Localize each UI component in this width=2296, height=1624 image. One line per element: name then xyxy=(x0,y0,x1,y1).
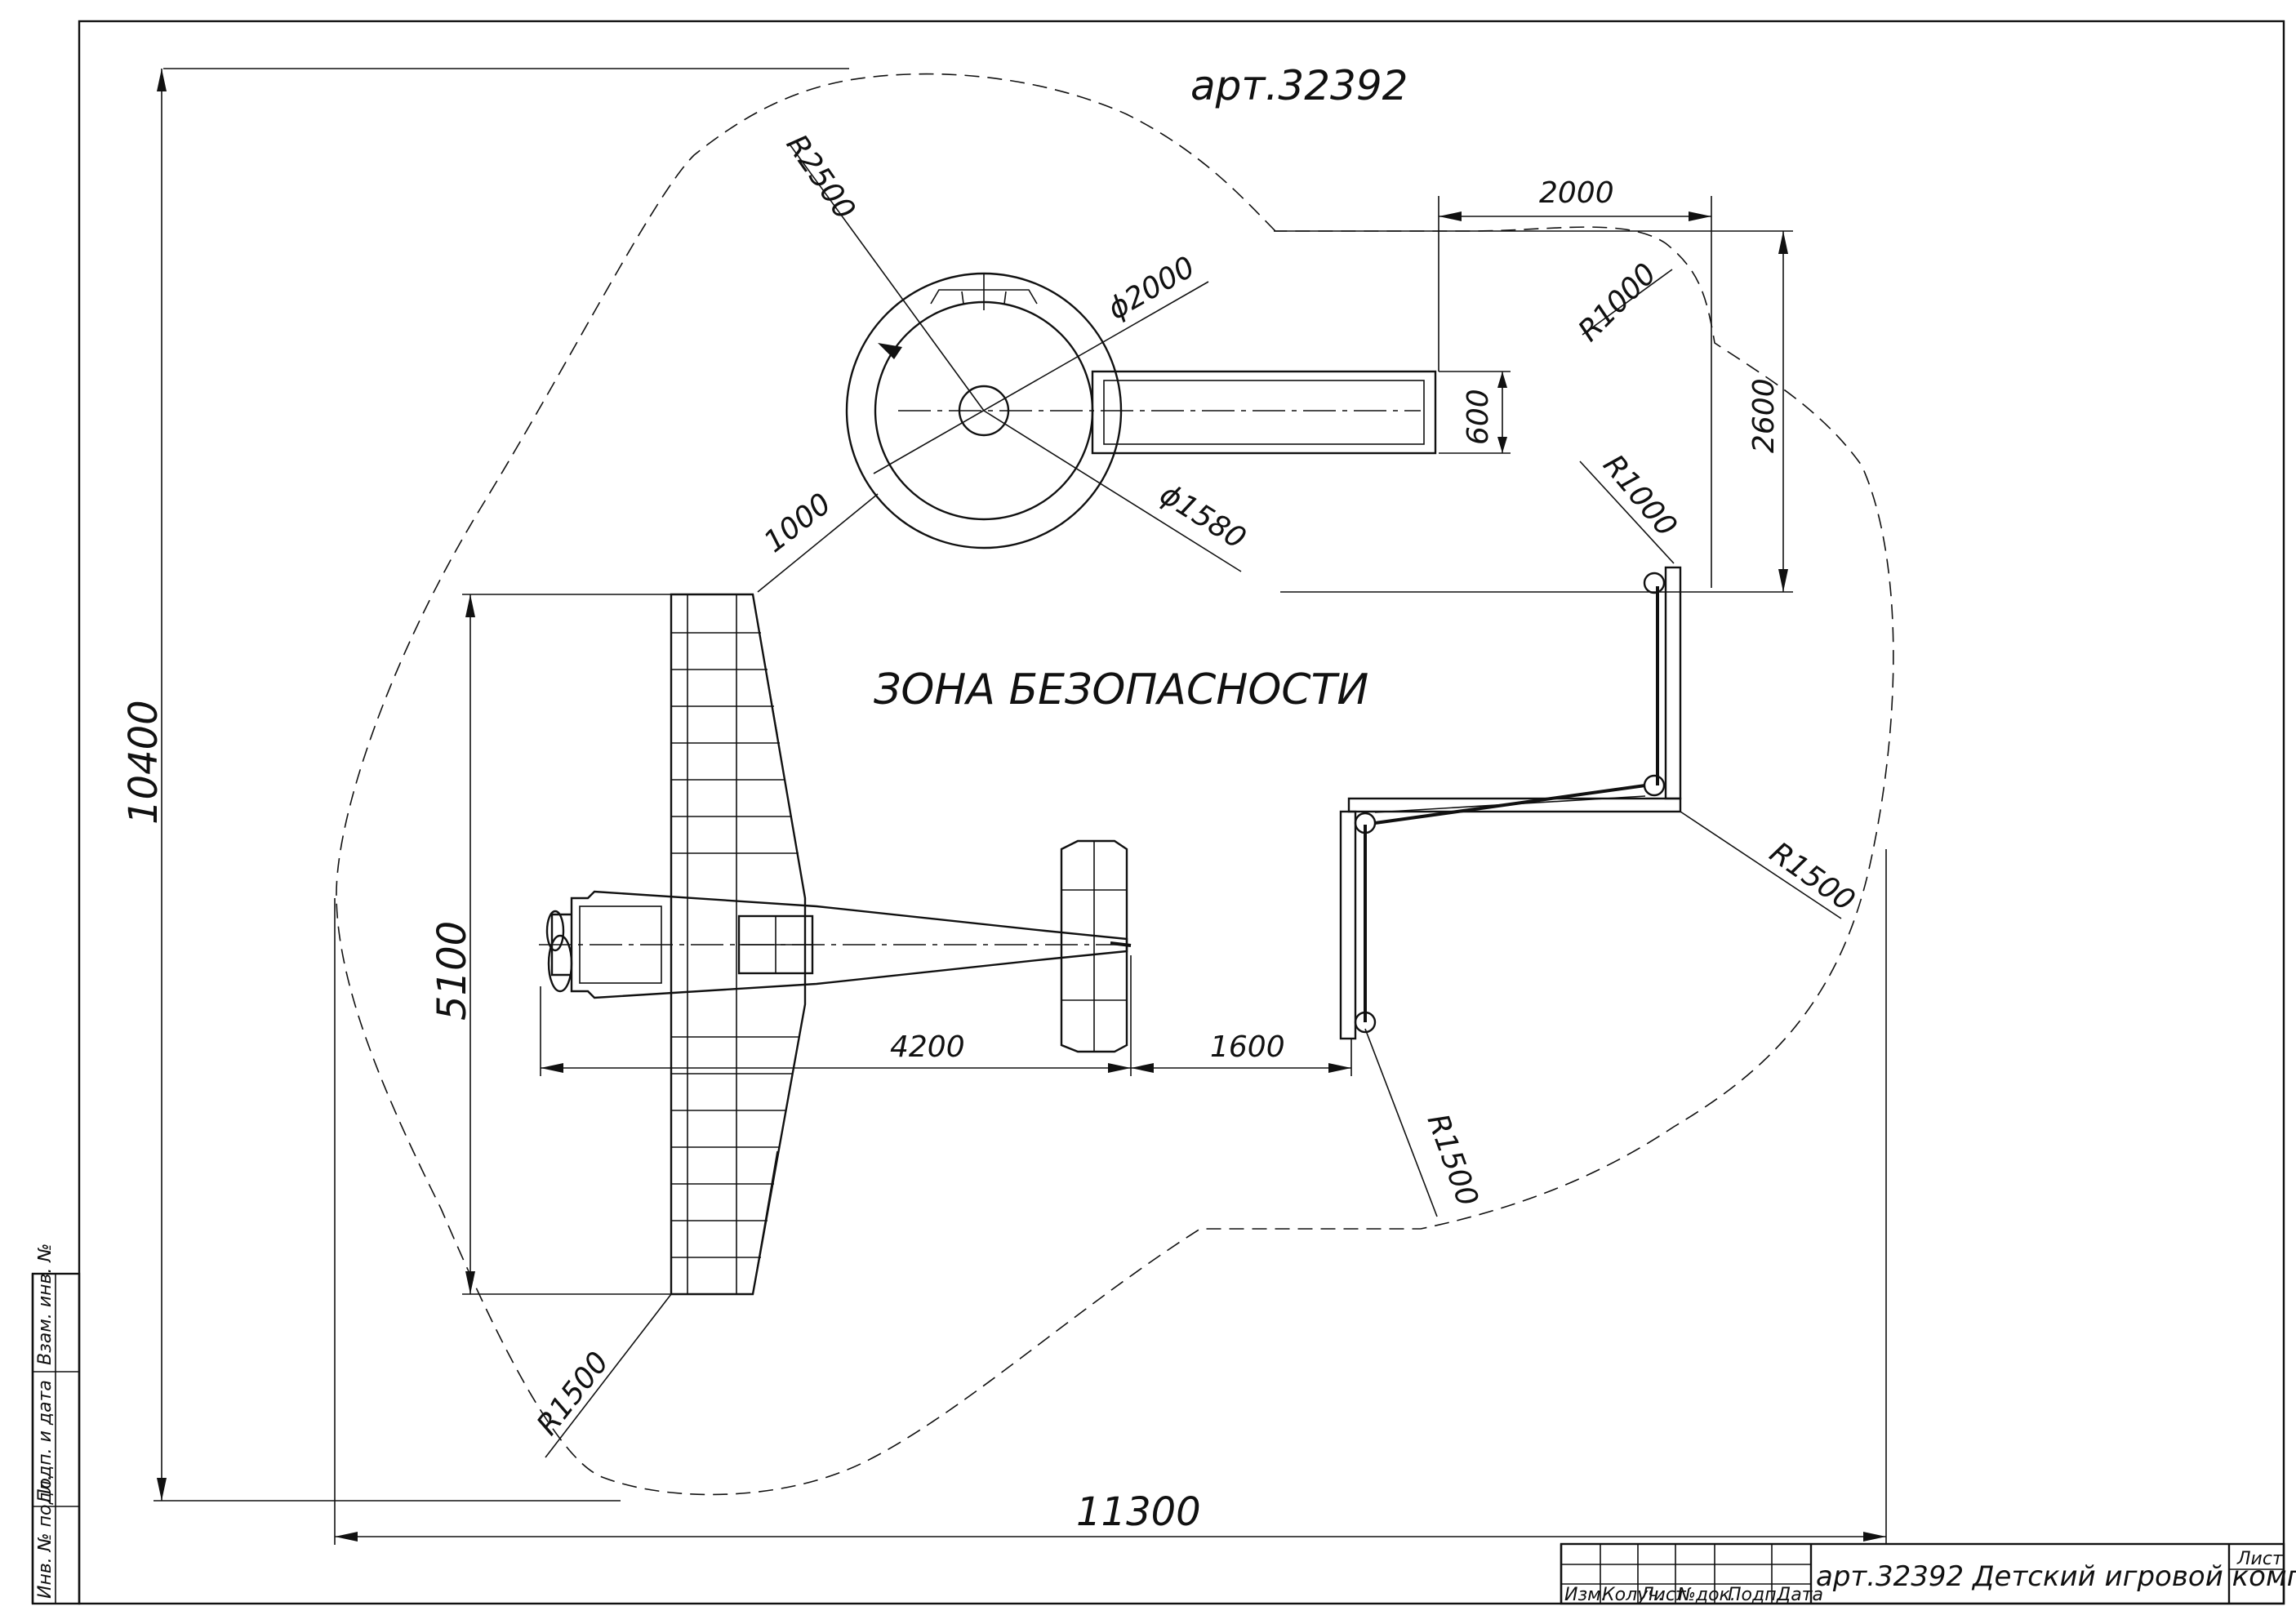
dim-1600-label: 1600 xyxy=(1210,1030,1285,1064)
r1000-bottom-leader xyxy=(1579,461,1675,564)
side-stamp: Взам. инв. № Подп. и дата Инв. № подл. xyxy=(31,1244,81,1605)
stamp-podp-data: Подп. и дата xyxy=(35,1380,56,1502)
dim-4200-1600: 4200 1600 xyxy=(540,955,1352,1076)
r1000-top-leader xyxy=(1582,269,1673,336)
dim-5100-label: 5100 xyxy=(429,921,475,1021)
dim-11300: 11300 xyxy=(334,849,1887,1545)
dim-2600: 2600 xyxy=(1274,230,1793,593)
dim-r2500-label: R2500 xyxy=(780,129,861,226)
title-block: Изм. Колуч. Лист №док. Подп. Дата арт.32… xyxy=(1560,1542,2296,1605)
dim-1000-label: 1000 xyxy=(758,487,837,559)
dim-4200-label: 4200 xyxy=(890,1030,965,1064)
tb-list: Лист xyxy=(1640,1585,1687,1605)
dim-2000: 2000 xyxy=(1438,176,1712,588)
safety-zone-label: ЗОНА БЕЗОПАСНОСТИ xyxy=(874,665,1368,714)
tb-podp: Подп. xyxy=(1728,1585,1782,1605)
tb-description: арт.32392 Детский игровой комплекс "Аэро… xyxy=(1816,1560,2296,1593)
dim-r1500-bottom-label: R1500 xyxy=(1421,1110,1484,1211)
dim-5100: 5100 xyxy=(429,594,671,1295)
dim-10400: 10400 xyxy=(121,68,849,1502)
dim-2600-label: 2600 xyxy=(1747,378,1781,453)
r1500-left-leader xyxy=(545,1293,672,1458)
safety-zone-outline xyxy=(336,73,1894,1496)
tb-kolich: Колуч. xyxy=(1602,1585,1664,1605)
dim-r1500-left-label: R1500 xyxy=(531,1346,616,1441)
r1500-bottom-leader xyxy=(1364,1028,1438,1217)
dim-r1000-top-label: R1000 xyxy=(1572,257,1662,348)
dim-10400-label: 10400 xyxy=(121,700,167,825)
dim-11300-label: 11300 xyxy=(1076,1489,1201,1535)
dim-600-label: 600 xyxy=(1462,389,1495,445)
carousel xyxy=(757,145,1421,593)
dim-phi1580-label: ϕ1580 xyxy=(1154,478,1252,556)
tb-data: Дата xyxy=(1776,1585,1823,1605)
dim-2000-label: 2000 xyxy=(1539,176,1614,210)
stair-structure xyxy=(1339,566,1682,1040)
r1500-right-leader xyxy=(1680,811,1842,919)
bench xyxy=(1091,370,1511,455)
tb-sheet: Лист xyxy=(2236,1549,2284,1569)
tb-ndok: №док. xyxy=(1676,1585,1736,1605)
stamp-inv-podl: Инв. № подл. xyxy=(35,1475,56,1599)
stamp-vzam: Взам. инв. № xyxy=(35,1244,56,1365)
sheet-frame xyxy=(78,20,2285,1605)
tb-izm: Изм. xyxy=(1564,1585,1607,1605)
article-title: арт.32392 xyxy=(1190,62,1408,109)
dim-r1000-bottom-label: R1000 xyxy=(1596,448,1683,543)
